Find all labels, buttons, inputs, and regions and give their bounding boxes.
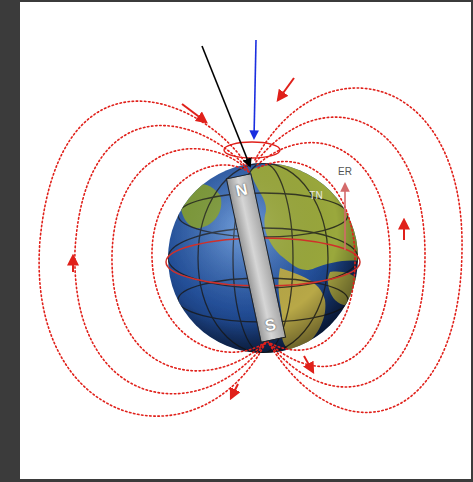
axis-label: TN [309,191,322,201]
pole-letter: N [234,181,249,199]
field-lines [39,88,462,416]
axis-label: ER [338,167,352,177]
rotation-arrow [344,184,346,250]
magnetic-axis-arrow [254,40,256,138]
geographic-axis-arrow [202,46,250,166]
globe [166,163,365,353]
pole-ring [224,142,280,158]
pole-letter: S [263,317,277,335]
field-direction-arrows [73,78,404,398]
